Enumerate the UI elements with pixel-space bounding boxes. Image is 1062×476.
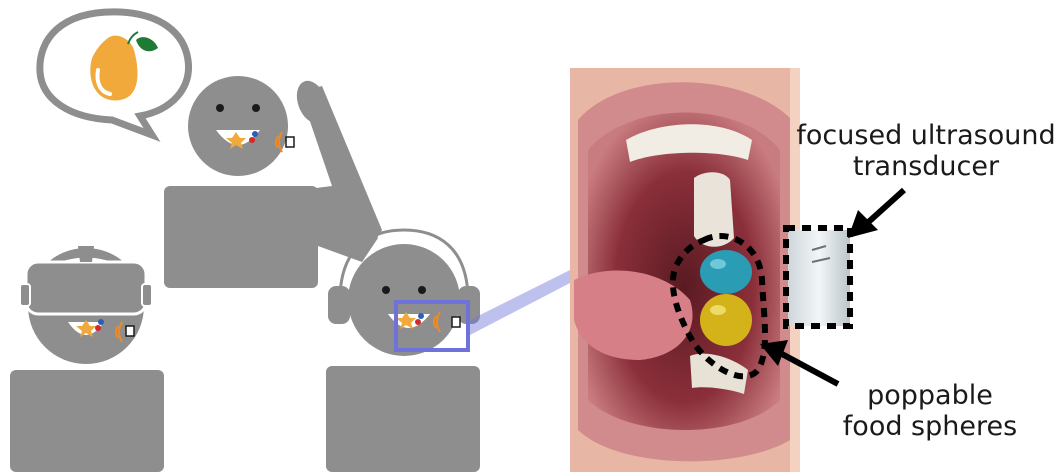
spheres-label-line-1: poppable <box>820 380 1040 411</box>
spheres-label-line-2: food spheres <box>820 411 1040 442</box>
transducer-label: focused ultrasound transducer <box>790 120 1062 182</box>
spheres-label: poppable food spheres <box>820 380 1040 442</box>
transducer-icon <box>286 137 294 147</box>
mouth-photo <box>570 68 800 472</box>
person-headphones <box>326 230 480 472</box>
person-vr <box>10 246 164 472</box>
vr-headset-icon <box>20 246 152 314</box>
transducer-label-line-1: focused ultrasound <box>790 120 1062 151</box>
arrow-to-transducer <box>848 190 904 238</box>
transducer-label-line-2: transducer <box>790 151 1062 182</box>
callout-connector <box>466 270 572 336</box>
transducer-icon <box>786 228 850 326</box>
